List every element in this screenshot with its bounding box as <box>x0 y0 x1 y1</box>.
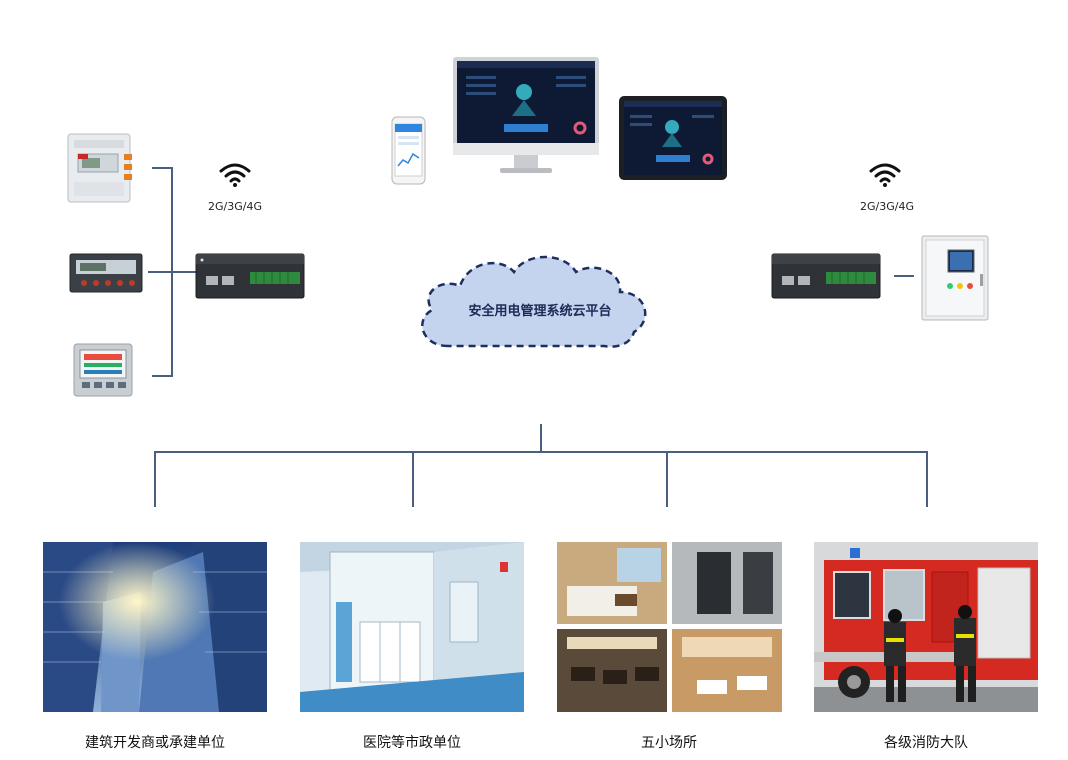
panel-meter-device <box>69 253 143 293</box>
control-cabinet-device <box>921 235 989 321</box>
cleanroom-photo <box>300 542 524 712</box>
din-rail-meter-device <box>67 133 132 203</box>
tree-trunk <box>540 424 542 452</box>
category-label-4: 各级消防大队 <box>884 735 968 751</box>
wifi-icon-left <box>219 163 251 187</box>
tree-branch-1 <box>154 451 156 507</box>
tablet-device <box>619 96 727 180</box>
tree-branch-2 <box>412 451 414 507</box>
category-label-3: 五小场所 <box>641 735 697 751</box>
fire-brigade-photo <box>814 542 1038 712</box>
cloud-platform-shape <box>421 255 647 348</box>
gateway-device-right <box>771 253 881 299</box>
small-venues-photo <box>557 542 782 712</box>
gateway-device-left <box>195 253 305 299</box>
smartphone-device <box>391 116 426 185</box>
tree-branch-3 <box>666 451 668 507</box>
tree-branch-4 <box>926 451 928 507</box>
gateway-to-cabinet-line <box>894 275 914 277</box>
color-screen-meter-device <box>73 343 133 397</box>
category-label-2: 医院等市政单位 <box>363 735 461 751</box>
buildings-photo <box>43 542 267 712</box>
bracket-stub-bottom <box>152 375 172 377</box>
network-label-left: 2G/3G/4G <box>208 200 262 213</box>
network-label-right: 2G/3G/4G <box>860 200 914 213</box>
bracket-stub-middle <box>148 271 172 273</box>
wifi-icon-right <box>869 163 901 187</box>
desktop-monitor-device <box>453 57 599 173</box>
bracket-stub-top <box>152 167 172 169</box>
category-label-1: 建筑开发商或承建单位 <box>85 735 225 751</box>
bracket-to-gateway <box>172 271 196 273</box>
cloud-platform-label: 安全用电管理系统云平台 <box>468 304 612 319</box>
tree-horizontal <box>154 451 928 453</box>
